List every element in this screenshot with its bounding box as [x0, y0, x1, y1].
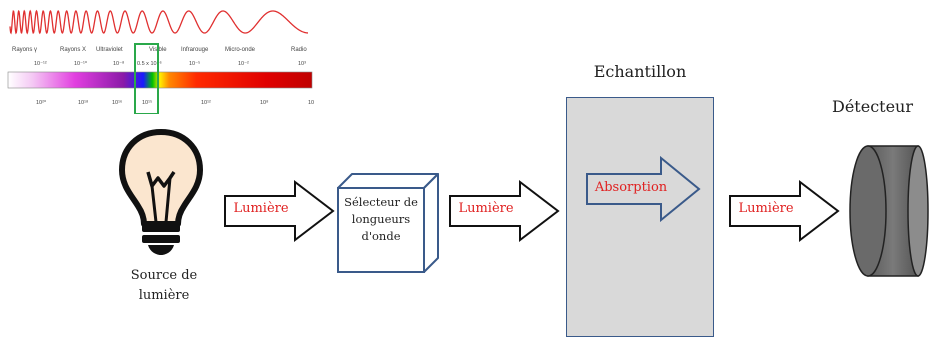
wavelength-tick: 10⁻¹² — [34, 61, 47, 67]
selector-line1: Sélecteur de — [344, 195, 418, 209]
selector-line2: longueurs — [351, 212, 411, 226]
band-label: Micro-onde — [225, 47, 256, 53]
band-label: Infrarouge — [181, 47, 209, 53]
light-arrow-3: Lumière — [728, 179, 840, 243]
wavelength-tick: 10⁻¹⁰ — [74, 60, 88, 67]
frequency-tick: 10⁸ — [260, 99, 268, 106]
light-arrow-3-label: Lumière — [738, 201, 794, 216]
detector-label: Détecteur — [832, 97, 914, 116]
sample-rect — [566, 97, 714, 337]
light-arrow-1: Lumière — [223, 179, 335, 243]
absorption-label: Absorption — [594, 180, 668, 195]
wavelength-tick: 10³ — [298, 61, 306, 67]
wavelength-tick: 10⁻⁵ — [189, 60, 200, 67]
frequency-tick: 10 — [308, 100, 314, 106]
wave-line — [9, 9, 309, 35]
wavelength-ticks: 10⁻¹² 10⁻¹⁰ 10⁻⁸ 0.5 x 10⁻⁶ 10⁻⁵ 10⁻² 10… — [34, 60, 306, 67]
frequency-tick: 10¹² — [201, 100, 211, 106]
frequency-tick: 10¹⁶ — [112, 99, 122, 106]
frequency-tick: 10²⁰ — [36, 99, 47, 106]
absorption-arrow: Absorption — [585, 155, 701, 223]
wavelength-tick: 10⁻⁸ — [113, 60, 124, 67]
selector-line3: d'onde — [361, 229, 401, 243]
source-label: Source de lumière — [114, 266, 214, 306]
wavelength-tick: 10⁻² — [238, 61, 249, 67]
wavelength-tick: 0.5 x 10⁻⁶ — [137, 60, 162, 67]
frequency-tick: 10¹⁵ — [142, 99, 152, 106]
band-labels: Rayons γ Rayons X Ultraviolet Visible In… — [12, 47, 307, 53]
selector-text: Sélecteur de longueurs d'onde — [338, 194, 424, 245]
wavelength-selector: Sélecteur de longueurs d'onde — [334, 172, 442, 274]
band-label: Ultraviolet — [96, 47, 123, 53]
spectrum-bar — [7, 71, 313, 89]
band-label: Rayons X — [60, 47, 86, 53]
light-bulb-icon — [118, 128, 204, 256]
frequency-tick: 10¹⁸ — [78, 99, 88, 106]
light-arrow-1-label: Lumière — [233, 201, 289, 216]
source-label-line1: Source de — [130, 268, 198, 283]
light-arrow-2: Lumière — [448, 179, 560, 243]
frequency-ticks: 10²⁰ 10¹⁸ 10¹⁶ 10¹⁵ 10¹² 10⁸ 10 — [36, 99, 314, 106]
spectrum-svg: Rayons γ Rayons X Ultraviolet Visible In… — [7, 9, 314, 115]
light-arrow-2-label: Lumière — [458, 201, 514, 216]
band-label: Radio — [291, 47, 307, 53]
band-label: Rayons γ — [12, 47, 37, 53]
spectrum-graphic: Rayons γ Rayons X Ultraviolet Visible In… — [6, 6, 314, 115]
detector-icon — [846, 144, 930, 278]
source-label-line2: lumière — [138, 288, 190, 303]
sample-label: Echantillon — [593, 62, 687, 81]
